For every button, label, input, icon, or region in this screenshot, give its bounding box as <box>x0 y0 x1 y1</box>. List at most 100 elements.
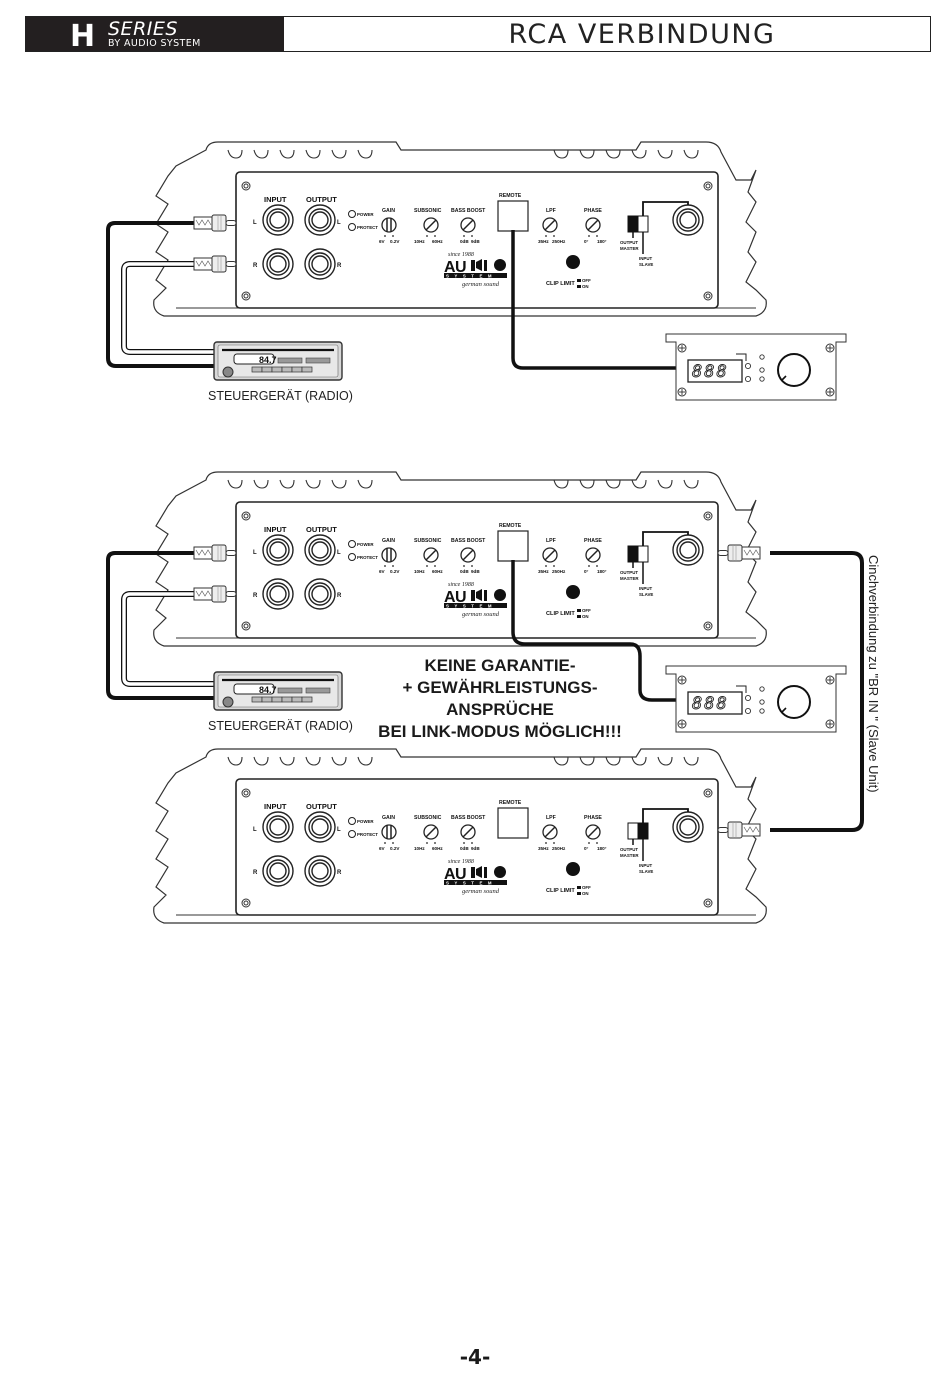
clip-switch-mark <box>577 892 581 895</box>
channel-l-in: L <box>253 550 257 556</box>
channel-l-out: L <box>337 827 341 833</box>
gain-min: 6V <box>379 846 386 851</box>
clip-switch-mark <box>577 609 581 612</box>
gain-min: 6V <box>379 569 386 574</box>
clip-limit-label: CLIP LIMIT <box>546 888 575 894</box>
channel-r-out: R <box>337 263 342 269</box>
clip-switch-mark <box>577 886 581 889</box>
remote-label: REMOTE <box>499 800 522 806</box>
subsonic-max: 60Hz <box>432 569 443 574</box>
gain-label: GAIN <box>382 538 395 544</box>
warranty-warning: KEINE GARANTIE- + GEWÄHRLEISTUNGS- ANSPR… <box>350 655 650 743</box>
gain-min: 6V <box>379 239 386 244</box>
phase-label: PHASE <box>584 208 602 214</box>
subsonic-min: 10Hz <box>414 239 425 244</box>
clip-switch-mark <box>577 279 581 282</box>
switch-output-label: OUTPUT <box>620 240 638 245</box>
bass-boost-max: 9dB <box>471 846 480 851</box>
gain-max: 0.2V <box>390 569 400 574</box>
protect-led-label: PROTECT <box>357 555 378 560</box>
power-led-label: POWER <box>357 212 374 217</box>
switch-slave-label: SLAVE <box>639 592 653 597</box>
output-label: OUTPUT <box>306 525 337 534</box>
lpf-max: 250Hz <box>552 846 566 851</box>
phase-max: 180° <box>597 846 607 851</box>
radio-head-unit-2 <box>212 670 344 712</box>
lpf-max: 250Hz <box>552 569 566 574</box>
bass-boost-label: BASS BOOST <box>451 208 486 214</box>
lpf-label: LPF <box>546 208 556 214</box>
remote-level-display: 888 <box>692 694 729 714</box>
clip-on-label: ON <box>582 284 589 289</box>
output-label: OUTPUT <box>306 802 337 811</box>
amp1-link-switch <box>627 201 689 254</box>
channel-r-out: R <box>337 870 342 876</box>
clip-off-label: OFF <box>582 278 591 283</box>
phase-max: 180° <box>597 239 607 244</box>
channel-l-in: L <box>253 827 257 833</box>
channel-r-in: R <box>253 263 258 269</box>
protect-led-label: PROTECT <box>357 832 378 837</box>
warning-line: + GEWÄHRLEISTUNGS- <box>402 678 598 697</box>
lpf-label: LPF <box>546 538 556 544</box>
brand-logo: H SERIES BY AUDIO SYSTEM <box>26 17 284 54</box>
gain-max: 0.2V <box>390 846 400 851</box>
gain-max: 0.2V <box>390 239 400 244</box>
switch-input-label: INPUT <box>639 863 652 868</box>
switch-input-label: INPUT <box>639 586 652 591</box>
phase-min: 0° <box>584 569 589 574</box>
channel-l-out: L <box>337 550 341 556</box>
remote-level-display: 888 <box>692 362 729 382</box>
lpf-min: 35Hz <box>538 569 549 574</box>
switch-output-label: OUTPUT <box>620 847 638 852</box>
output-label: OUTPUT <box>306 195 337 204</box>
bass-boost-max: 9dB <box>471 239 480 244</box>
link-cable-note: Cinchverbindung zu "BR IN " (Slave Unit) <box>866 555 881 793</box>
channel-l-in: L <box>253 220 257 226</box>
input-label: INPUT <box>264 525 287 534</box>
amplifier-master <box>152 471 768 647</box>
channel-r-in: R <box>253 870 258 876</box>
brand-series: SERIES <box>108 18 178 40</box>
radio-head-unit-1 <box>212 340 344 382</box>
power-led-label: POWER <box>357 542 374 547</box>
warning-line: KEINE GARANTIE- <box>424 656 576 675</box>
subsonic-label: SUBSONIC <box>414 208 442 214</box>
page-number: -4- <box>459 1345 491 1369</box>
remote-label: REMOTE <box>499 523 522 529</box>
radio-label-1: STEUERGERÄT (RADIO) <box>208 389 353 403</box>
brand-letter: H <box>70 19 95 54</box>
subsonic-label: SUBSONIC <box>414 538 442 544</box>
bass-boost-label: BASS BOOST <box>451 815 486 821</box>
input-label: INPUT <box>264 802 287 811</box>
clip-limit-label: CLIP LIMIT <box>546 611 575 617</box>
bass-boost-label: BASS BOOST <box>451 538 486 544</box>
warning-line: ANSPRÜCHE <box>446 700 554 719</box>
lpf-label: LPF <box>546 815 556 821</box>
gain-label: GAIN <box>382 208 395 214</box>
clip-off-label: OFF <box>582 608 591 613</box>
subsonic-label: SUBSONIC <box>414 815 442 821</box>
amplifier-slave <box>152 748 768 924</box>
subsonic-min: 10Hz <box>414 569 425 574</box>
bass-boost-min: 0dB <box>460 239 469 244</box>
remote-label: REMOTE <box>499 193 522 199</box>
switch-master-label: MASTER <box>620 853 639 858</box>
channel-l-out: L <box>337 220 341 226</box>
lpf-min: 35Hz <box>538 239 549 244</box>
page-header: H SERIES BY AUDIO SYSTEM RCA VERBINDUNG <box>25 16 931 54</box>
clip-off-label: OFF <box>582 885 591 890</box>
bass-boost-max: 9dB <box>471 569 480 574</box>
subsonic-max: 60Hz <box>432 239 443 244</box>
amplifier-1 <box>152 141 768 317</box>
amp3-link-switch <box>627 808 689 861</box>
switch-output-label: OUTPUT <box>620 570 638 575</box>
radio-frequency-display: 84.7 <box>259 685 277 695</box>
gain-label: GAIN <box>382 815 395 821</box>
page-title: RCA VERBINDUNG <box>508 18 776 50</box>
switch-input-label: INPUT <box>639 256 652 261</box>
channel-r-in: R <box>253 593 258 599</box>
